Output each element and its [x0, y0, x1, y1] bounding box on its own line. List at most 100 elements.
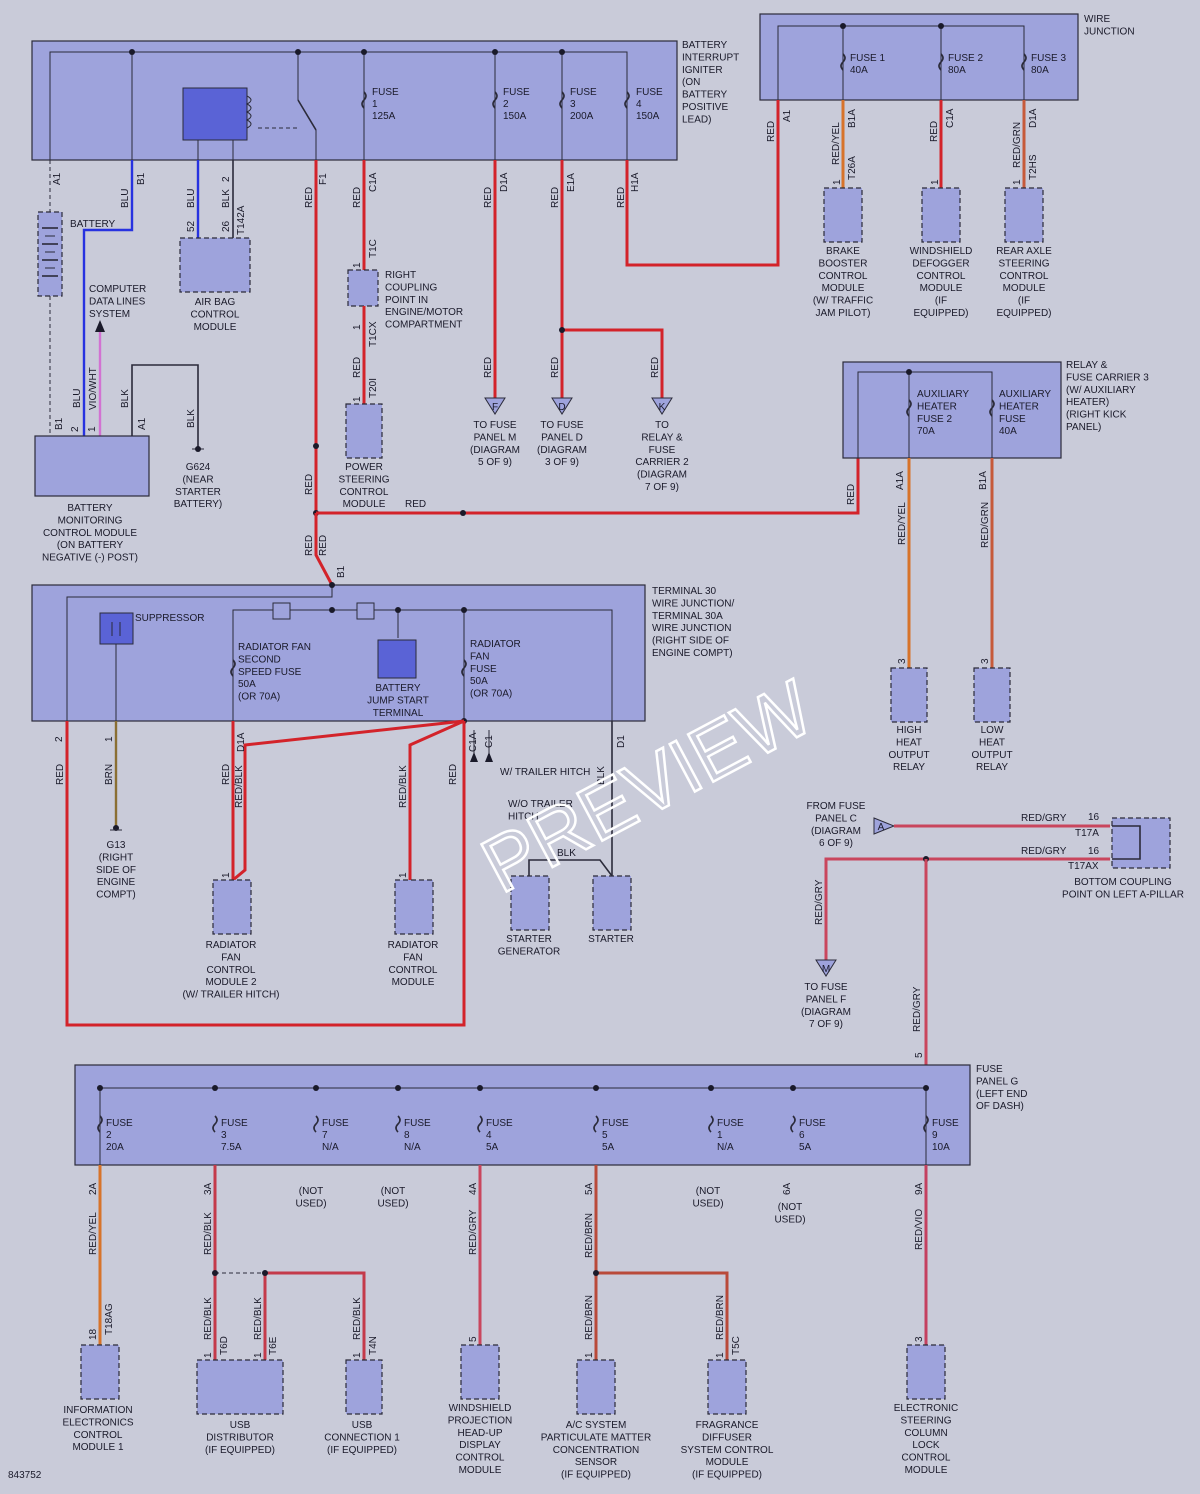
component-title: ENGINE COMPT) [652, 648, 733, 659]
component-title: (ON [682, 77, 700, 88]
diagram-label: PARTICULATE MATTER [541, 1432, 651, 1443]
fuse-1-icon [361, 91, 367, 109]
diagram-label: DISPLAY [459, 1440, 501, 1451]
wire-label: 1 [930, 179, 941, 185]
fuse-3-icon [559, 91, 565, 109]
fuse-label: 20A [106, 1142, 124, 1153]
wire-label: VIO/WHT [88, 367, 99, 410]
diagram-label: (IF EQUIPPED) [561, 1470, 631, 1481]
fuse-label: 2 [106, 1130, 112, 1141]
diagram-label: (IF EQUIPPED) [205, 1445, 275, 1456]
fuse-label: FUSE [404, 1118, 431, 1129]
diagram-label: PROJECTION [448, 1415, 512, 1426]
component-title: PANEL) [1066, 422, 1101, 433]
fuse-icon [395, 1115, 401, 1133]
diagram-label: RELAY [893, 762, 925, 773]
diagram-label: 50A [470, 676, 488, 687]
diagram-label: WINDSHIELD [910, 246, 973, 257]
connector-d-tag [551, 397, 573, 415]
diagram-label: JAM PILOT) [815, 308, 870, 319]
wire-label: T26A [847, 156, 858, 180]
fuse-label: 6 [799, 1130, 805, 1141]
fuse-label: 7.5A [221, 1142, 242, 1153]
diagram-label: SIDE OF [96, 865, 136, 876]
diagram-label: DISTRIBUTOR [206, 1432, 274, 1443]
wire-label: T6E [268, 1336, 279, 1355]
wire-label: T5C [731, 1336, 742, 1355]
wire-label: 16 [1088, 846, 1100, 857]
connector-m-tag [815, 959, 837, 977]
diagram-label: W/O TRAILER [508, 799, 573, 810]
wire-label: 3 [897, 658, 908, 664]
fuse-4-icon [624, 91, 630, 109]
wire-label: 1 [398, 872, 409, 878]
component-label: W/ TRAILER HITCH [500, 767, 590, 778]
wire-label: T17A [1075, 828, 1099, 839]
wire-label: C1A [468, 732, 479, 752]
wire-label: 1 [203, 1352, 214, 1358]
info-electronics-connector [80, 1344, 120, 1400]
component-title: FUSE CARRIER 3 [1066, 372, 1149, 383]
diagram-label: 7 OF 9) [809, 1019, 843, 1030]
starter-connector [592, 875, 632, 931]
fuse-icon [790, 1115, 796, 1133]
wire-label: RED/BLK [253, 1297, 264, 1340]
diagram-label: FUSE 2 [917, 414, 952, 425]
wire-label: 4A [468, 1182, 479, 1195]
component-title: IGNITER [682, 65, 723, 76]
diagram-label: (DIAGRAM [470, 445, 520, 456]
diagram-label: HEATER [917, 401, 957, 412]
wire-label: BLU [72, 389, 83, 408]
wire-label: 6A [782, 1182, 793, 1195]
component-title: (W/ AUXILIARY [1066, 385, 1136, 396]
diagram-label: RIGHT [385, 270, 416, 281]
connector-a-tag [873, 817, 896, 835]
component-title: RELAY & [1066, 360, 1108, 371]
diagram-label: DEFOGGER [912, 258, 969, 269]
diagram-label: MODULE [905, 1465, 948, 1476]
diagram-label: FAN [470, 651, 489, 662]
wire-label: 1 [253, 1352, 264, 1358]
diagram-label: DATA LINES [89, 296, 146, 307]
wire-label: RED [550, 357, 561, 378]
fuse-label: FUSE 3 [1031, 53, 1066, 64]
diagram-label: PANEL M [474, 432, 517, 443]
diagram-label: FUSE [470, 664, 497, 675]
airbag-connector [179, 237, 251, 293]
fuse-label: 8 [404, 1130, 410, 1141]
component-title: LEAD) [682, 114, 711, 125]
component-label: SUPPRESSOR [135, 613, 204, 624]
wire-label: BLK [221, 189, 232, 208]
wire-label: E1A [566, 173, 577, 192]
wire-label: RED/VIO [914, 1209, 925, 1250]
diagram-label: 70A [917, 426, 935, 437]
wire-label: RED [483, 357, 494, 378]
wire-label: B1 [136, 172, 147, 185]
connector-tag: K [659, 402, 666, 413]
diagram-label: FROM FUSE [807, 801, 866, 812]
diagram-label: CONTROL MODULE [43, 528, 137, 539]
wire-label: RED [304, 535, 315, 556]
diagram-label: TO FUSE [540, 420, 583, 431]
fuse-label: 4 [486, 1130, 492, 1141]
wire-label: RED/BLK [203, 1212, 214, 1255]
diagram-label: MODULE [343, 499, 386, 510]
fuse-icon [708, 1115, 714, 1133]
diagram-label: RADIATOR [470, 639, 521, 650]
diagram-label: (W/ TRAILER HITCH) [182, 990, 279, 1001]
wire-label: RED/BRN [584, 1213, 595, 1258]
jump-start-terminal-icon [377, 639, 417, 679]
fuse-label: FUSE [503, 87, 530, 98]
fuse-label: FUSE [372, 87, 399, 98]
diagram-label: COUPLING [385, 282, 437, 293]
diagram-label: (NOT [778, 1202, 802, 1213]
fuse-label: 80A [948, 65, 966, 76]
fuse-label: 80A [1031, 65, 1049, 76]
diagram-label: FAN [403, 952, 422, 963]
component-title: WIRE [1084, 14, 1110, 25]
wire-label: RED/GRN [1012, 122, 1023, 168]
connector-tag: A [878, 822, 885, 833]
wire-label: 1 [221, 872, 232, 878]
fuse-label: FUSE 1 [850, 53, 885, 64]
diagram-label: STEERING [338, 474, 389, 485]
